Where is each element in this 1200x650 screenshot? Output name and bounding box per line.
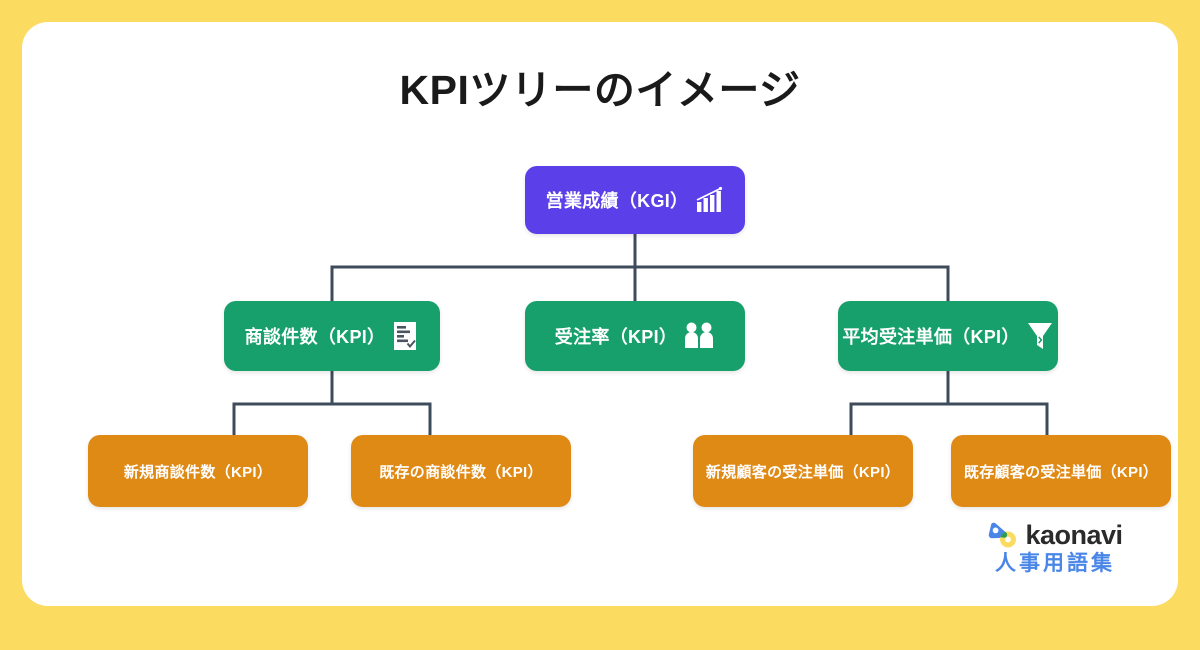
node-sub-kpi-1[interactable]: 新規商談件数（KPI） [88,435,308,507]
brand-footer: kaonavi 人事用語集 [970,521,1140,574]
document-check-icon [394,322,417,350]
node-kpi-1-label: 商談件数（KPI） [244,327,386,347]
node-sub-kpi-3-label: 新規顧客の受注単価（KPI） [705,463,901,481]
kaonavi-logo-icon [989,522,1017,548]
node-sub-kpi-1-label: 新規商談件数（KPI） [123,463,273,481]
brand-wordmark: kaonavi [1025,519,1123,550]
node-kpi-2-label: 受注率（KPI） [554,327,678,347]
funnel-icon [1027,323,1052,349]
bar-chart-icon [696,186,723,212]
node-kpi-2[interactable]: 受注率（KPI） [525,301,745,371]
brand-lockup: kaonavi [987,519,1123,550]
brand-tagline: 人事用語集 [995,552,1115,575]
node-sub-kpi-3[interactable]: 新規顧客の受注単価（KPI） [693,435,913,507]
content-card: KPIツリーのイメージ 営業成績（KGI） [22,22,1178,606]
page-title: KPIツリーのイメージ [399,67,801,113]
node-sub-kpi-2-label: 既存の商談件数（KPI） [379,463,543,481]
node-kgi[interactable]: 営業成績（KGI） [525,166,745,234]
node-kpi-3-label: 平均受注単価（KPI） [842,327,1020,347]
node-kpi-1[interactable]: 商談件数（KPI） [224,301,440,371]
node-sub-kpi-2[interactable]: 既存の商談件数（KPI） [351,435,571,507]
node-sub-kpi-4[interactable]: 既存顧客の受注単価（KPI） [951,435,1171,507]
node-kpi-3[interactable]: 平均受注単価（KPI） [838,301,1058,371]
two-people-icon [685,322,714,348]
node-sub-kpi-4-label: 既存顧客の受注単価（KPI） [963,463,1159,481]
node-kgi-label: 営業成績（KGI） [545,191,689,211]
